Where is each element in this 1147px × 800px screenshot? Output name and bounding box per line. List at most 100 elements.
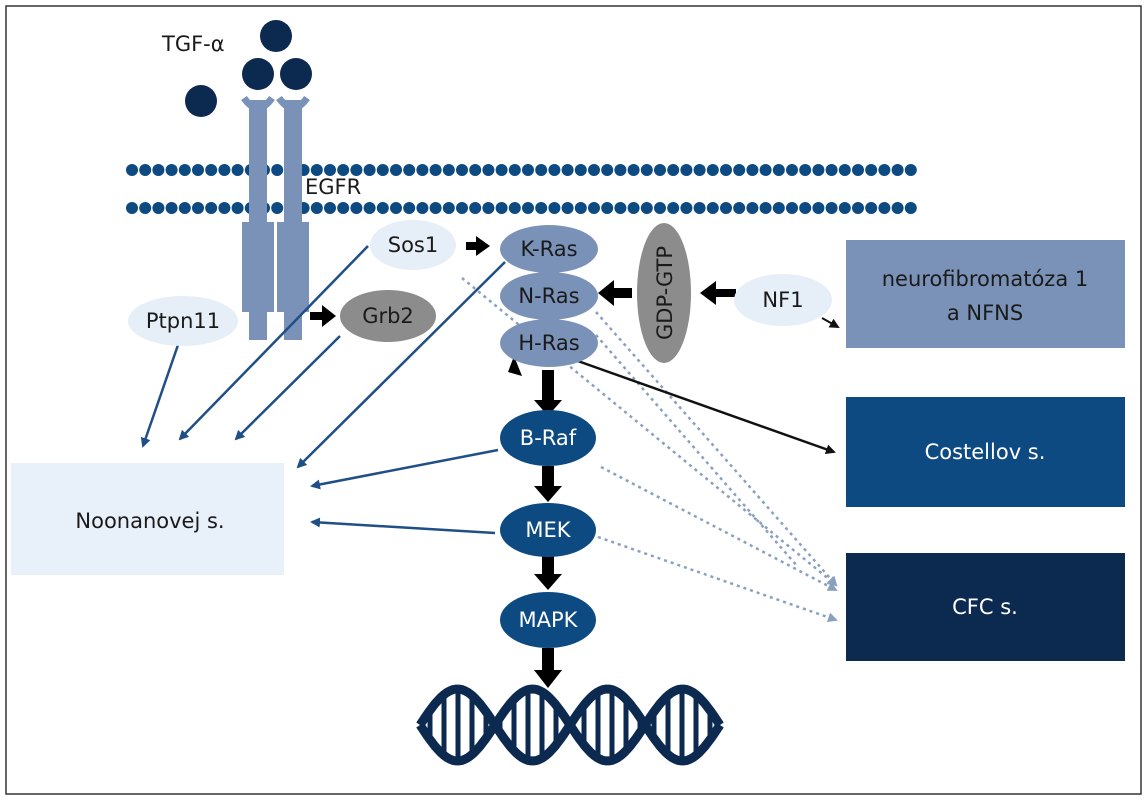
membrane-lipid	[126, 202, 138, 214]
membrane-lipid	[667, 164, 680, 176]
grb2-node: Grb2	[340, 290, 436, 342]
membrane-lipid	[865, 202, 878, 214]
membrane-lipid	[429, 202, 442, 214]
membrane-lipid	[878, 202, 891, 214]
membrane-lipid	[904, 202, 917, 214]
membrane-lipid	[588, 202, 600, 214]
membrane-lipid	[442, 202, 455, 214]
membrane-lipid	[205, 202, 218, 214]
membrane-lipid	[495, 164, 508, 176]
membrane-lipid	[337, 164, 350, 176]
membrane-lipid	[482, 202, 495, 214]
membrane-lipid	[772, 202, 785, 214]
membrane-lipid	[548, 164, 561, 176]
costello-label: Costellov s.	[925, 440, 1046, 464]
membrane-lipid	[667, 202, 680, 214]
membrane-lipid	[495, 202, 508, 214]
cfc-box: CFC s.	[846, 553, 1125, 661]
sos1-label: Sos1	[388, 233, 438, 257]
membrane-lipid	[733, 164, 746, 176]
membrane-lipid	[192, 164, 204, 176]
membrane-lipid	[693, 202, 706, 214]
costello-box: Costellov s.	[846, 397, 1125, 507]
membrane-lipid	[561, 202, 574, 214]
membrane-lipid	[601, 164, 614, 176]
nf1-syndrome-line2: a NFNS	[947, 301, 1023, 325]
tgf-alpha-label: TGF-α	[161, 32, 225, 56]
membrane-lipid	[548, 202, 561, 214]
grb2-label: Grb2	[362, 304, 414, 328]
membrane-lipid	[891, 164, 904, 176]
membrane-lipid	[654, 164, 666, 176]
ptpn11-label: Ptpn11	[146, 309, 220, 333]
membrane-lipid	[350, 164, 363, 176]
dna-helix-icon	[416, 684, 724, 766]
membrane-lipid	[482, 164, 495, 176]
membrane-lipid	[759, 164, 772, 176]
membrane-lipid	[152, 164, 165, 176]
egfr-receptor	[241, 95, 310, 340]
membrane-lipid	[825, 164, 838, 176]
membrane-lipid	[522, 202, 534, 214]
noonan-label: Noonanovej s.	[75, 509, 224, 533]
membrane-lipid	[614, 202, 627, 214]
membrane-lipid	[706, 202, 719, 214]
cfc-label: CFC s.	[952, 595, 1018, 619]
membrane-lipid	[165, 202, 178, 214]
membrane-lipid	[152, 202, 165, 214]
membrane-lipid	[574, 164, 587, 176]
membrane-lipid	[376, 202, 389, 214]
membrane-lipid	[271, 202, 284, 214]
membrane-lipid	[535, 164, 548, 176]
braf-node: B-Raf	[500, 410, 596, 466]
membrane-lipid	[178, 164, 191, 176]
membrane-lipid	[456, 164, 468, 176]
membrane-lipid	[231, 164, 244, 176]
membrane-lipid	[786, 202, 798, 214]
kras-label: K-Ras	[520, 237, 577, 261]
membrane-lipid	[838, 164, 851, 176]
sos1-node: Sos1	[370, 220, 456, 270]
nf1-syndrome-line1: neurofibromatóza 1	[882, 267, 1088, 291]
membrane-lipid	[310, 202, 323, 214]
membrane-lipid	[654, 202, 666, 214]
mapk-label: MAPK	[519, 608, 579, 632]
membrane-lipid	[178, 202, 191, 214]
membrane-lipid	[390, 202, 402, 214]
membrane-lipid	[720, 202, 732, 214]
membrane-lipid	[759, 202, 772, 214]
membrane-lipid	[469, 202, 482, 214]
membrane-lipid	[376, 164, 389, 176]
membrane-lipid	[535, 202, 548, 214]
membrane-lipid	[852, 202, 864, 214]
membrane-lipid	[799, 202, 812, 214]
membrane-lipid	[416, 164, 429, 176]
membrane-lipid	[574, 202, 587, 214]
membrane-lipid	[442, 164, 455, 176]
membrane-lipid	[733, 202, 746, 214]
tgf-alpha-ligands	[185, 20, 312, 117]
membrane-lipid	[601, 202, 614, 214]
membrane-lipid	[878, 164, 891, 176]
membrane-lipid	[640, 164, 653, 176]
gdp-gtp-label: GDP-GTP	[653, 246, 677, 340]
membrane-lipid	[271, 164, 284, 176]
membrane-lipid	[337, 202, 350, 214]
nf1-node: NF1	[734, 274, 832, 326]
membrane-lipid	[205, 164, 218, 176]
membrane-lipid	[139, 202, 152, 214]
membrane-lipid	[746, 202, 759, 214]
membrane-lipid	[865, 164, 878, 176]
membrane-lipid	[363, 202, 376, 214]
membrane-lipid	[825, 202, 838, 214]
membrane-lipid	[218, 164, 231, 176]
membrane-lipid	[508, 164, 521, 176]
nras-label: N-Ras	[518, 284, 579, 308]
membrane-lipid	[680, 202, 693, 214]
mapk-node: MAPK	[500, 592, 596, 648]
membrane-lipid	[891, 202, 904, 214]
membrane-lipid	[192, 202, 204, 214]
membrane-lipid	[693, 164, 706, 176]
mek-label: MEK	[525, 518, 571, 542]
membrane-lipid	[126, 164, 138, 176]
